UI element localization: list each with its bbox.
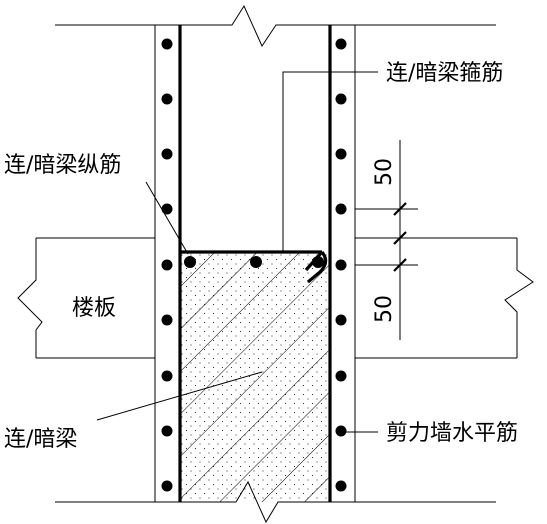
label-coupling-beam: 连/暗梁 xyxy=(4,427,77,452)
label-wall-horizontal-bar: 剪力墙水平筋 xyxy=(386,421,518,446)
wall-horizontal-bars-right xyxy=(335,38,347,492)
beam-longitudinal-bars xyxy=(184,256,324,268)
dimension-ticks xyxy=(393,202,407,272)
beam-region xyxy=(180,252,330,502)
label-beam-stirrup: 连/暗梁箍筋 xyxy=(386,61,503,86)
label-floor-slab: 楼板 xyxy=(72,296,116,321)
dimension-text-upper: 50 xyxy=(372,158,397,186)
dimension-text-lower: 50 xyxy=(372,295,397,323)
wall-vertical-bars xyxy=(178,25,332,502)
leader-lines xyxy=(96,71,378,433)
wall-outline xyxy=(154,25,356,502)
label-beam-longitudinal-bar: 连/暗梁纵筋 xyxy=(4,153,121,178)
slab-left xyxy=(17,237,155,359)
dimension-lines xyxy=(355,140,418,340)
top-break-line xyxy=(55,4,496,48)
wall-horizontal-bars-left xyxy=(161,38,173,492)
